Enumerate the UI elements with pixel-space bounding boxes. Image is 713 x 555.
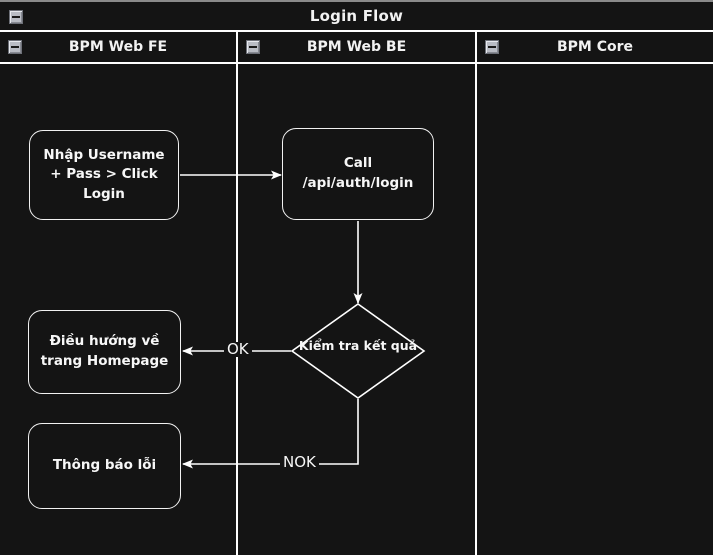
lane-header-bpm-core[interactable]: BPM Core [477,32,713,64]
lane-header-bpm-web-be[interactable]: BPM Web BE [238,32,477,64]
process-node-login[interactable]: Nhập Username + Pass > Click Login [29,130,179,220]
node-label: Thông báo lỗi [52,457,157,474]
lane-label: BPM Core [556,39,634,55]
edge-label-nok: NOK [280,455,319,470]
minus-box-icon[interactable] [9,10,23,24]
minus-box-icon[interactable] [246,40,260,54]
process-node-homepage[interactable]: Điều hướng về trang Homepage [28,310,181,394]
lane-body-bpm-core [477,64,713,555]
edge-label-ok: OK [224,342,252,357]
process-node-call-api[interactable]: Call /api/auth/login [282,128,434,220]
lane-label: BPM Web BE [306,39,407,55]
lane-label: BPM Web FE [68,39,168,55]
lane-header-bpm-web-fe[interactable]: BPM Web FE [0,32,238,64]
node-label: Call /api/auth/login [302,155,414,191]
node-label: Điều hướng về trang Homepage [40,333,169,369]
process-node-error[interactable]: Thông báo lỗi [28,423,181,509]
node-label: Nhập Username + Pass > Click Login [43,146,165,202]
diagram-title-bar: Login Flow [0,2,713,32]
decision-node-label: Kiểm tra kết quả [298,338,418,353]
page-title: Login Flow [309,7,404,25]
minus-box-icon[interactable] [8,40,22,54]
minus-box-icon[interactable] [485,40,499,54]
